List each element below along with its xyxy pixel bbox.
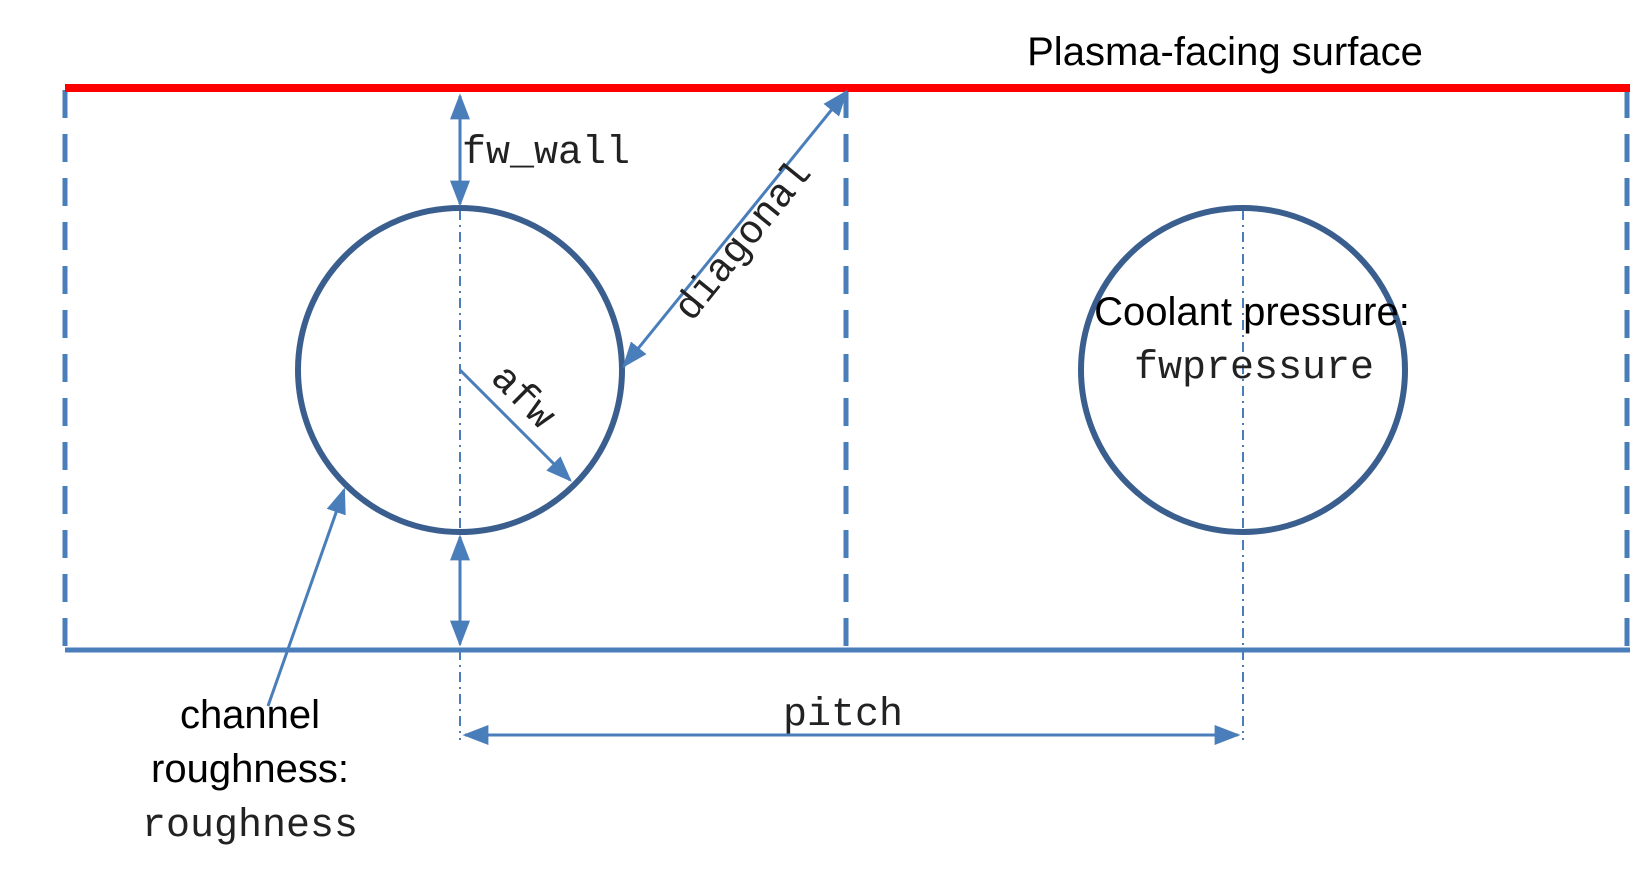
roughness-label-line1: channel: [180, 693, 320, 737]
right-coolant-channel: [1078, 205, 1408, 535]
left-coolant-channel: [295, 205, 625, 535]
coolant-pressure-label: Coolant pressure:: [1094, 290, 1410, 334]
roughness-variable: roughness: [142, 804, 358, 849]
plasma-facing-surface-label: Plasma-facing surface: [1027, 30, 1423, 74]
diagonal-label: diagonal: [667, 153, 823, 331]
afw-radius-arrow: [458, 368, 572, 482]
coolant-pressure-variable: fwpressure: [1134, 346, 1374, 391]
roughness-label-line2: roughness:: [151, 747, 349, 791]
fw-wall-label: fw_wall: [462, 131, 630, 176]
roughness-pointer-arrow: [266, 487, 346, 707]
pitch-label: pitch: [783, 693, 903, 738]
diagonal-dimension-arrow: [622, 89, 848, 369]
afw-label: afw: [480, 357, 563, 440]
